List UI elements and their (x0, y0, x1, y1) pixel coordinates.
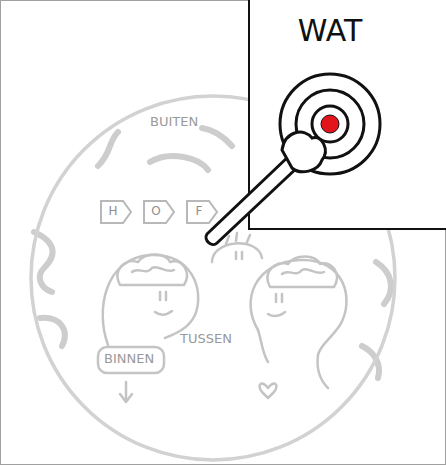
neck (258, 330, 268, 362)
heart (260, 384, 277, 398)
head-figures (98, 233, 347, 402)
target-ring (280, 74, 380, 174)
mouth (155, 311, 172, 315)
squiggle (150, 156, 208, 170)
hand (282, 132, 325, 172)
hair (226, 233, 250, 244)
chevron-outline (187, 201, 217, 223)
goal-title: WAT (298, 14, 363, 49)
region-label: BINNEN (104, 352, 154, 367)
squiggle (202, 128, 232, 146)
step-chevron: F (186, 200, 218, 224)
middle-head (212, 243, 262, 262)
chevron-outline (101, 201, 131, 223)
binnen-outline (98, 347, 164, 373)
goal-box: WAT (248, 0, 446, 230)
step-letter: H (108, 205, 117, 219)
squiggle (34, 232, 53, 292)
bullseye (321, 115, 339, 133)
eyes (276, 294, 282, 302)
left-brain (118, 255, 187, 286)
right-head (251, 260, 347, 388)
eyes (236, 252, 242, 259)
down-arrow (120, 382, 132, 402)
brain-fold (132, 267, 174, 272)
squiggle (362, 346, 379, 378)
chevron-outline (144, 201, 174, 223)
squiggle (376, 262, 391, 304)
step-chevron: O (143, 200, 175, 224)
squiggle (98, 132, 118, 166)
context-label: BUITEN (150, 115, 198, 130)
step-letter: F (196, 205, 203, 219)
eyes (160, 292, 166, 300)
region-label: TUSSEN (180, 332, 232, 347)
right-brain (268, 257, 337, 288)
brain-fold (282, 269, 324, 274)
pointing-finger (206, 155, 300, 245)
step-chevron: H (100, 200, 132, 224)
step-letter: O (151, 205, 160, 219)
mouth (268, 312, 285, 316)
